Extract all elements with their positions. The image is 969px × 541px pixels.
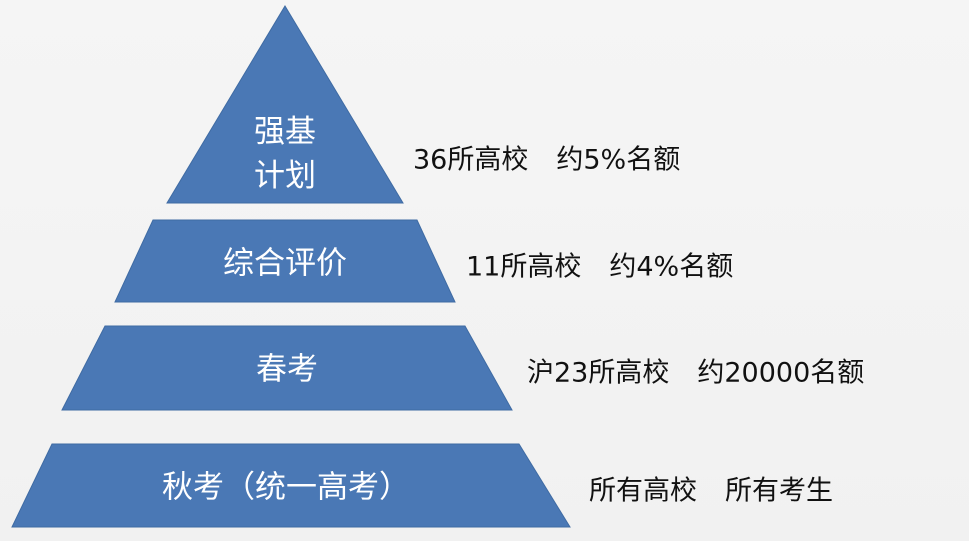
tier-2-label: 综合评价 xyxy=(223,245,347,282)
tier-4-label: 秋考（统一高考） xyxy=(162,469,410,506)
tier-4-quota: 所有考生 xyxy=(725,475,833,507)
tier-1-label-line-1: 强基 xyxy=(254,114,316,150)
tier-3-schools: 沪23所高校 xyxy=(527,357,670,389)
tier-1-label-line-2: 计划 xyxy=(254,158,316,194)
tier-4-shape xyxy=(11,443,571,528)
tier-3-label: 春考 xyxy=(256,351,318,388)
tier-1-description: 36所高校约5%名额 xyxy=(413,138,680,177)
tier-3-shape xyxy=(61,325,513,411)
tier-1-schools: 36所高校 xyxy=(413,144,529,176)
tier-1-shape xyxy=(166,5,404,204)
tier-2-schools: 11所高校 xyxy=(466,251,582,283)
tier-2-description: 11所高校约4%名额 xyxy=(466,245,733,284)
tier-3-description: 沪23所高校约20000名额 xyxy=(527,351,864,390)
tier-1-quota: 约5%名额 xyxy=(556,144,681,176)
tier-1-label: 强基 计划 xyxy=(254,110,316,198)
tier-4-description: 所有高校所有考生 xyxy=(589,469,833,508)
tier-4-schools: 所有高校 xyxy=(589,475,697,507)
tier-2-quota: 约4%名额 xyxy=(609,251,734,283)
tier-3-quota: 约20000名额 xyxy=(697,357,865,389)
tier-2-shape xyxy=(114,219,456,303)
